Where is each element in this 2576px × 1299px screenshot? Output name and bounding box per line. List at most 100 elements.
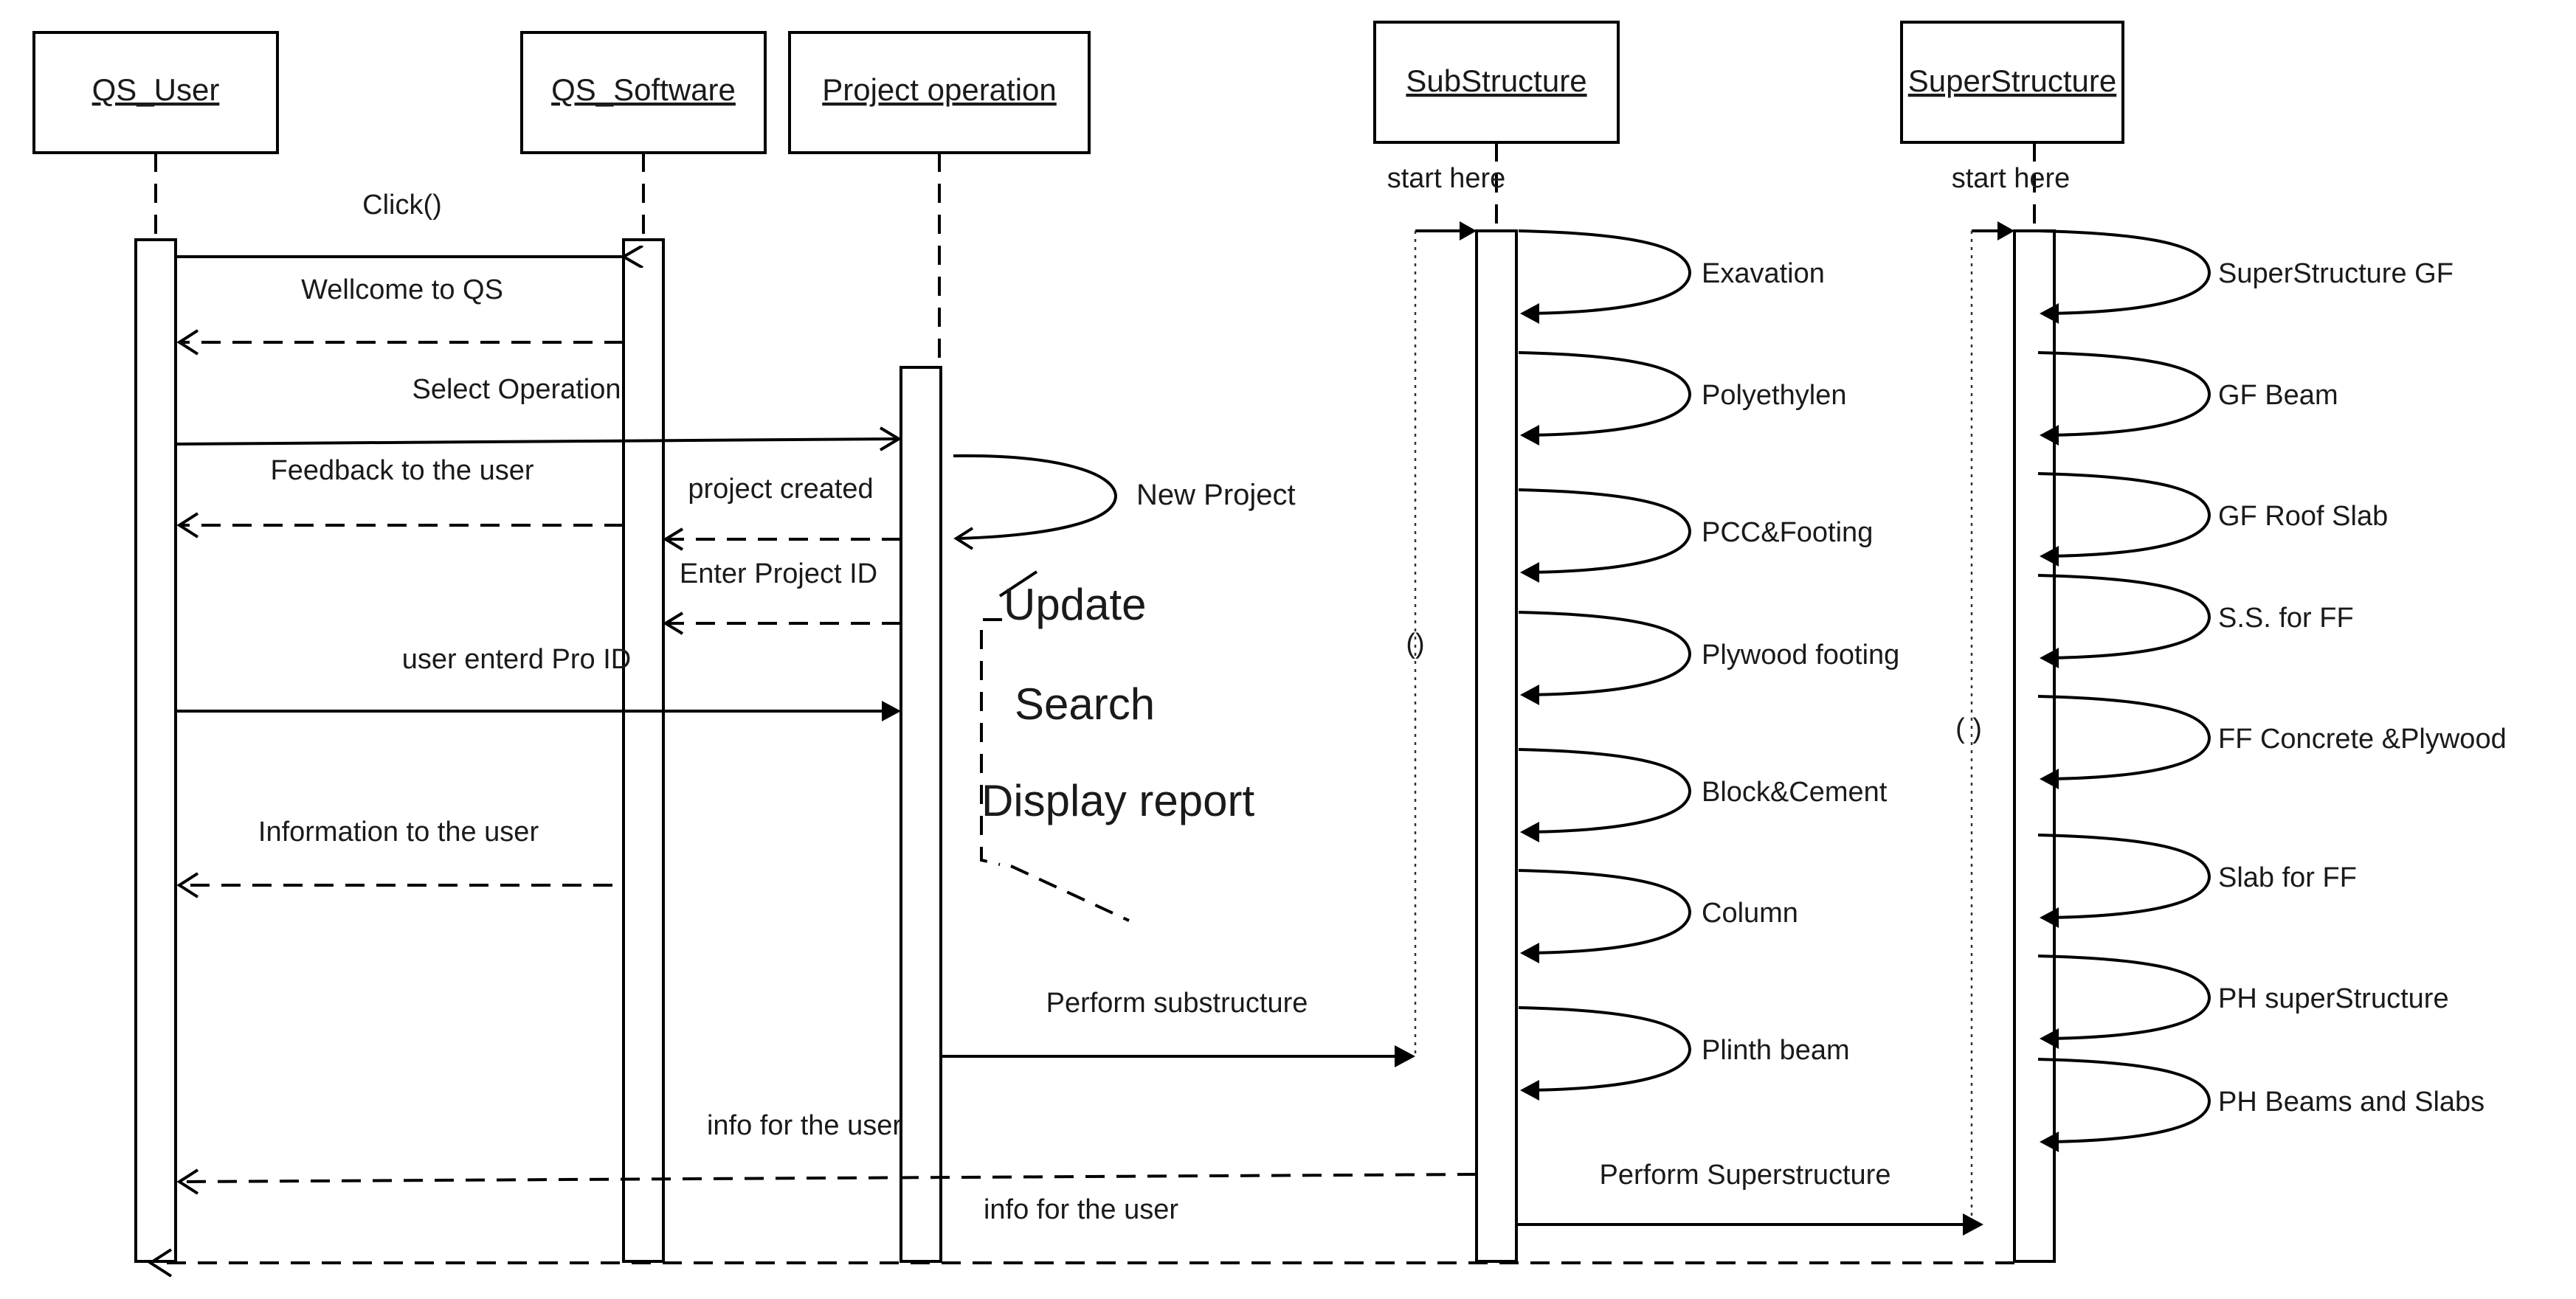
arrow-head xyxy=(663,527,684,551)
self-call-step: GF Beam xyxy=(2037,351,2338,446)
loop-guard-label: ( ) xyxy=(1955,713,1982,744)
arrow-head xyxy=(1520,1080,1539,1101)
self-call-label: New Project xyxy=(1136,479,1296,511)
arrow-head xyxy=(176,872,199,898)
self-call-label: S.S. for FF xyxy=(2218,603,2354,634)
self-call-curve xyxy=(1518,351,1692,437)
start-label: start here xyxy=(1952,163,2071,194)
message-arrow xyxy=(180,1173,1477,1183)
lifeline-label: SuperStructure xyxy=(1908,63,2116,98)
self-call-label: Exavation xyxy=(1702,258,1825,289)
loop-guard-label: () xyxy=(1406,628,1424,659)
self-call-step: Polyethylen xyxy=(1518,351,1846,446)
message-label: info for the user xyxy=(984,1194,1178,1225)
start-label: start here xyxy=(1387,163,1506,194)
lifeline-label: Project operation xyxy=(822,72,1057,107)
arrow-head xyxy=(1460,221,1477,240)
operation-options: Update Search Display report xyxy=(980,570,1254,922)
activation-qs-software xyxy=(622,238,665,1263)
self-call-label: Slab for FF xyxy=(2218,862,2357,893)
self-call-step: Plywood footing xyxy=(1518,611,1899,705)
message-arrow xyxy=(175,437,897,446)
message-label: user enterd Pro ID xyxy=(402,644,631,675)
self-call-label: PCC&Footing xyxy=(1702,517,1873,548)
self-call-label: PH superStructure xyxy=(2218,983,2449,1014)
self-call-curve xyxy=(2037,1058,2211,1143)
self-call-curve xyxy=(1518,748,1692,834)
lifeline-label: QS_User xyxy=(92,72,220,107)
lifeline-qs-software: QS_Software xyxy=(520,31,767,154)
arrow-head xyxy=(1520,822,1539,842)
lifeline-superstructure: SuperStructure xyxy=(1900,21,2124,144)
arrow-head xyxy=(1395,1045,1415,1067)
message-info-for-user-2: info for the user xyxy=(148,1194,2014,1278)
arrow-head xyxy=(1520,685,1539,705)
self-call-step: Plinth beam xyxy=(1518,1006,1850,1101)
arrow-head xyxy=(2040,303,2059,324)
self-call-curve xyxy=(2037,695,2211,780)
self-call-curve xyxy=(1518,869,1692,955)
arrow-head xyxy=(2040,546,2059,567)
self-call-label: PH Beams and Slabs xyxy=(2218,1087,2485,1118)
self-call-label: Block&Cement xyxy=(1702,777,1888,808)
self-call-label: SuperStructure GF xyxy=(2218,258,2454,289)
arrow-head xyxy=(148,1248,173,1278)
message-label: Select Operation xyxy=(412,374,621,405)
lifeline-project-operation: Project operation xyxy=(788,31,1091,154)
self-call-step: Block&Cement xyxy=(1518,748,1888,842)
message-label: Feedback to the user xyxy=(271,455,534,486)
self-call-step: PH Beams and Slabs xyxy=(2037,1058,2485,1152)
option-bracket-tick xyxy=(998,570,1038,597)
self-call-curve xyxy=(1518,229,1692,315)
message-label: project created xyxy=(688,474,873,505)
arrow-head xyxy=(1997,221,2014,240)
lifeline-box xyxy=(1373,21,1620,144)
message-label: Wellcome to QS xyxy=(301,274,503,305)
self-call-curve xyxy=(2037,351,2211,437)
arrow-head xyxy=(2040,425,2059,446)
arrow-head xyxy=(2040,769,2059,789)
arrow-head xyxy=(663,612,684,635)
arrow-head xyxy=(1520,425,1539,446)
lifeline-box xyxy=(1900,21,2124,144)
option-display-report: Display report xyxy=(981,776,1254,825)
self-call-step: PH superStructure xyxy=(2037,955,2449,1049)
self-call-label: Plinth beam xyxy=(1702,1035,1850,1066)
self-call-step: GF Roof Slab xyxy=(2037,472,2388,567)
self-call-step: Column xyxy=(1518,869,1798,963)
self-call-curve xyxy=(2037,834,2211,919)
option-bracket-tail xyxy=(1010,865,1130,922)
arrow-head xyxy=(1520,943,1539,963)
arrow-head xyxy=(2040,1028,2059,1049)
option-update: Update xyxy=(1004,580,1146,629)
self-call-label: Polyethylen xyxy=(1702,380,1846,411)
self-call-curve xyxy=(1518,1006,1692,1092)
self-call-curve xyxy=(1518,611,1692,696)
self-call-step: SuperStructure GF xyxy=(2037,229,2454,324)
arrow-head xyxy=(1520,303,1539,324)
superstructure-steps: SuperStructure GF GF Beam GF Roof SlabS.S.… xyxy=(2037,229,2507,1152)
message-enter-project-id: Enter Project ID xyxy=(663,558,901,635)
message-label: Click() xyxy=(362,190,442,221)
self-call-step: PCC&Footing xyxy=(1518,488,1873,583)
superstructure-entry: start here ( ) xyxy=(1952,163,2071,1226)
lifeline-box xyxy=(520,31,767,154)
message-perform-superstructure: Perform Superstructure xyxy=(1516,1160,1983,1236)
lifeline-box xyxy=(788,31,1091,154)
self-call-curve xyxy=(2037,229,2211,315)
self-call-new-project: New Project xyxy=(953,454,1296,550)
arrow-head xyxy=(176,329,199,356)
lifeline-qs-user: QS_User xyxy=(32,31,279,154)
message-wellcome: Wellcome to QS xyxy=(176,274,624,356)
message-label: Enter Project ID xyxy=(680,558,877,589)
message-info-for-user-1: info for the user xyxy=(176,1110,1477,1195)
message-click: Click() xyxy=(176,190,624,257)
self-call-curve xyxy=(2037,574,2211,659)
lifeline-box xyxy=(32,31,279,154)
arrow-head xyxy=(2040,907,2059,928)
message-label: Perform substructure xyxy=(1046,988,1308,1019)
message-user-entered-id: user enterd Pro ID xyxy=(176,644,901,721)
